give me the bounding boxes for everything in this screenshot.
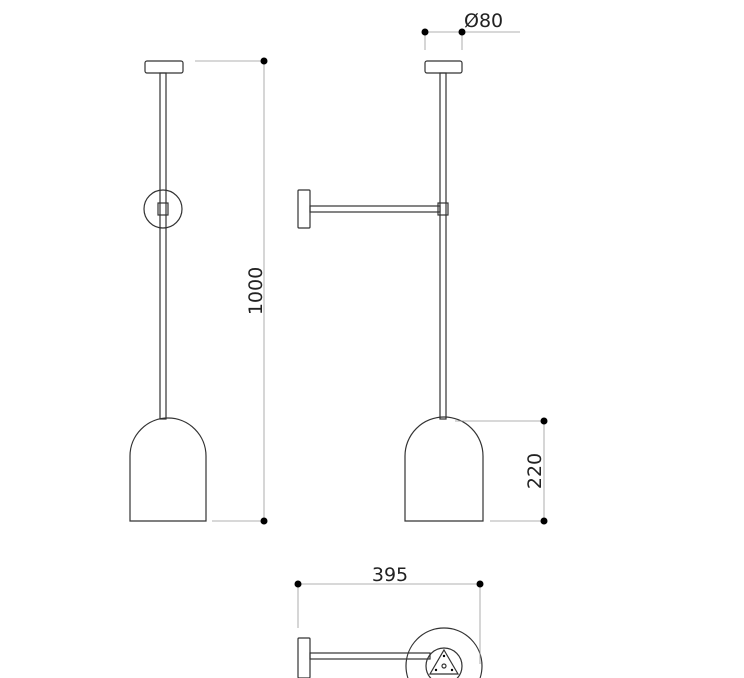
- dimension-height: 1000: [195, 57, 268, 525]
- canopy: [144, 60, 184, 74]
- canopy-outline: [425, 647, 463, 678]
- shade-height-label: 220: [524, 453, 546, 489]
- joint: [157, 202, 169, 216]
- dimension-shade: 220: [455, 417, 548, 525]
- side-view-lamp: [297, 60, 484, 522]
- wall-plate: [297, 637, 311, 678]
- canopy: [424, 60, 463, 74]
- arm-length-label: 395: [372, 564, 408, 586]
- wall-plate: [297, 189, 311, 229]
- canopy-bracket: [428, 648, 460, 675]
- arm: [309, 205, 441, 213]
- rod: [439, 72, 447, 420]
- shade: [129, 417, 207, 522]
- top-view-lamp: [297, 627, 483, 678]
- rod: [159, 72, 167, 420]
- arm: [309, 652, 431, 660]
- canopy-diameter-label: Ø80: [464, 10, 503, 32]
- dimension-canopy: Ø80: [421, 10, 520, 50]
- shade-outline: [405, 627, 483, 678]
- wall-disc: [143, 189, 183, 229]
- front-view-lamp: [129, 60, 207, 522]
- height-label: 1000: [245, 267, 267, 315]
- dimension-arm: 395: [294, 564, 484, 664]
- joint: [437, 202, 449, 216]
- shade: [404, 416, 484, 522]
